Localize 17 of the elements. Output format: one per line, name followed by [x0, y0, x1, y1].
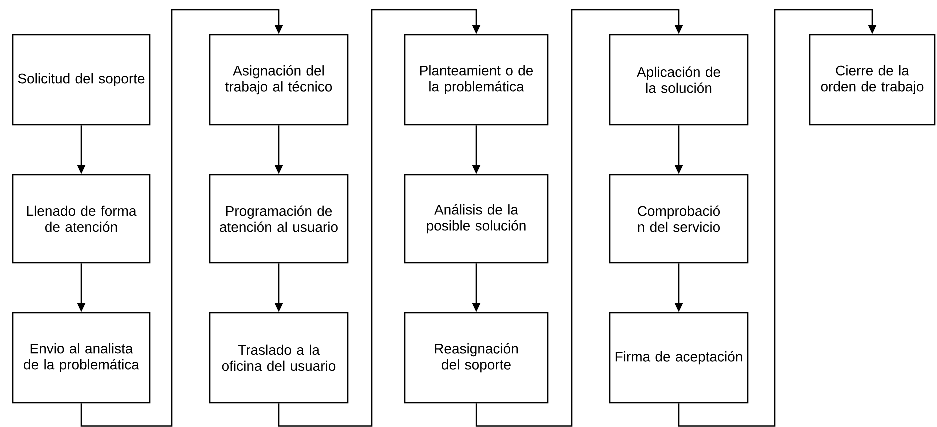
process-box: Planteamient o de la problemática — [404, 34, 549, 126]
process-box: Cierre de la orden de trabajo — [809, 34, 936, 126]
process-box: Traslado a la oficina del usuario — [209, 312, 349, 404]
process-box: Envio al analista de la problemática — [12, 312, 151, 404]
arrow — [80, 9, 284, 427]
process-box: Reasignación del soporte — [404, 312, 549, 404]
process-box: Solicitud del soporte — [12, 34, 151, 126]
arrow — [476, 9, 684, 427]
process-box: Asignación del trabajo al técnico — [209, 34, 349, 126]
process-box: Comprobació n del servicio — [609, 174, 749, 264]
process-box: Análisis de la posible solución — [404, 174, 549, 264]
arrow — [278, 9, 481, 427]
arrow — [678, 9, 877, 427]
process-box: Llenado de forma de atención — [12, 174, 151, 264]
process-box: Programación de atención al usuario — [209, 174, 349, 264]
process-box: Firma de aceptación — [609, 312, 749, 404]
process-box: Aplicación de la solución — [609, 34, 749, 126]
